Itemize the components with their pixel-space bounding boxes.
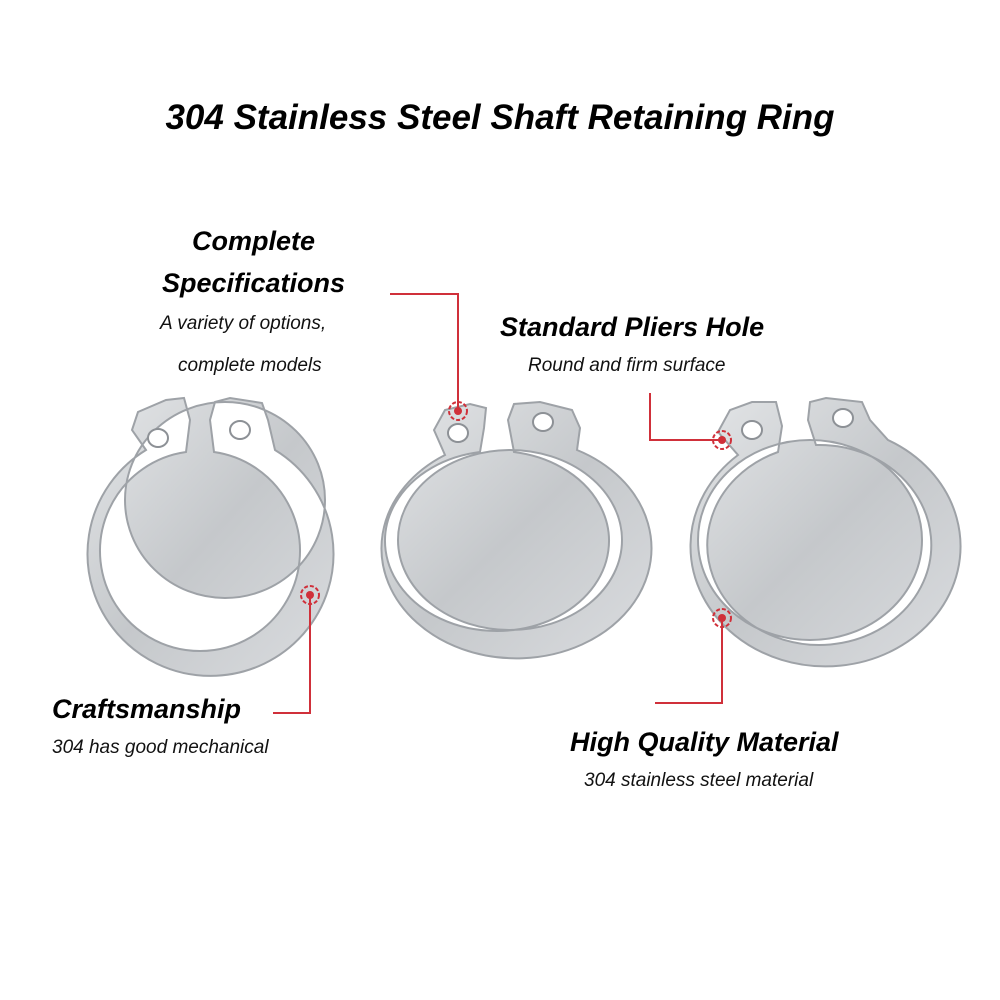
retaining-ring-right (689, 396, 962, 668)
specs-heading-line1: Complete (192, 226, 316, 256)
target-marker-specs (448, 401, 468, 421)
callout-leader-lines (273, 293, 723, 714)
target-marker-craft (300, 585, 320, 605)
craft-desc: 304 has good mechanical (52, 737, 269, 758)
craft-heading: Craftsmanship (52, 694, 242, 724)
target-marker-pliers (712, 430, 732, 450)
leader-line-specs (390, 293, 459, 410)
leader-line-craft (273, 595, 311, 714)
pliers-heading: Standard Pliers Hole (500, 312, 765, 342)
specs-desc-line1: A variety of options, (160, 313, 327, 334)
leader-line-pliers (649, 393, 720, 441)
target-marker-material (712, 608, 732, 628)
retaining-ring-left (86, 396, 335, 677)
target-markers (300, 401, 732, 628)
retaining-ring-middle (380, 400, 653, 660)
pliers-desc: Round and firm surface (528, 355, 726, 376)
material-heading: High Quality Material (570, 727, 839, 757)
page-title: 304 Stainless Steel Shaft Retaining Ring (165, 98, 835, 137)
material-desc: 304 stainless steel material (584, 770, 814, 791)
specs-heading-line2: Specifications (162, 268, 346, 298)
specs-desc-line2: complete models (178, 355, 322, 376)
leader-line-material (655, 618, 723, 704)
